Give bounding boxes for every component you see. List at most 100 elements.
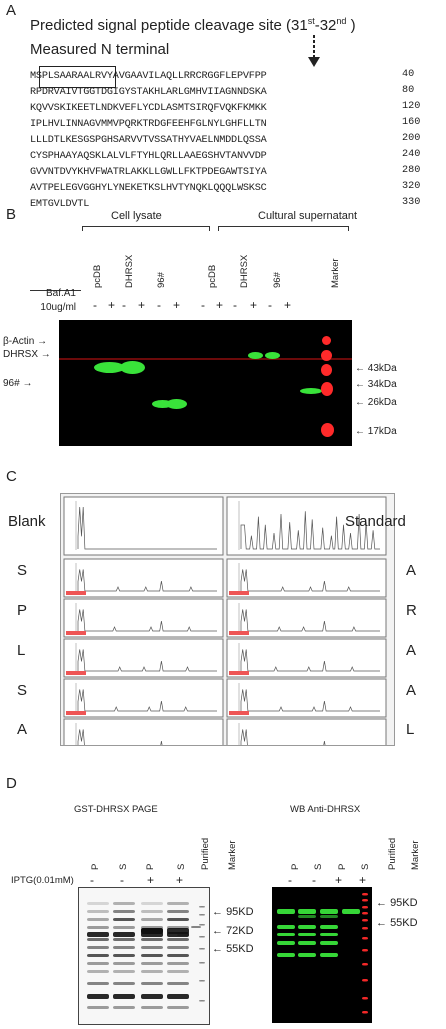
lane-label: P <box>90 863 101 870</box>
panel-a-title: Predicted signal peptide cleavage site (… <box>30 16 356 34</box>
sequence-line: IPLHVLINNAGVMMVPQRKTRDGFEEHFGLNYLGHFLLTN <box>30 119 267 130</box>
band-dhrsx-sup-minus <box>248 352 263 359</box>
lane-label: Marker <box>410 840 421 870</box>
gel-band <box>113 910 135 913</box>
minus-sign: - <box>157 298 161 312</box>
wb-band <box>320 933 338 936</box>
marker-ladder-band <box>362 963 368 966</box>
gel-band <box>141 994 163 999</box>
marker-ladder-band <box>362 919 368 922</box>
wb-band <box>277 925 295 929</box>
panel-b-letter: B <box>6 206 17 223</box>
gel-band <box>141 982 163 985</box>
chromatogram-row-label: S <box>17 682 28 699</box>
sequence-line: MSPLSAARAALRVYAVGAAVILAQLLRRCRGGFLEPVFPP <box>30 71 267 82</box>
minus-sign: - <box>120 873 124 887</box>
chromatogram-trace <box>240 511 380 550</box>
sequence-position: 80 <box>402 85 415 96</box>
gel-band <box>141 946 163 949</box>
lane-label: DHRSX <box>239 254 250 288</box>
minus-sign: - <box>90 873 94 887</box>
marker-dot <box>322 336 331 345</box>
iptg-label: IPTG(0.01mM) <box>11 875 74 886</box>
lane-label: Purified <box>200 837 211 870</box>
marker-dot <box>321 350 332 361</box>
marker-ladder-band <box>362 997 368 1000</box>
lane-label: 96# <box>156 272 167 288</box>
gel-band <box>113 982 135 985</box>
gel-band <box>87 918 109 921</box>
lane-label: DHRSX <box>124 254 135 288</box>
chromatogram-row-label: Blank <box>8 513 46 530</box>
marker-size-text: 95KD <box>226 906 254 918</box>
sequence-position: 200 <box>402 133 421 144</box>
plus-sign: + <box>173 298 181 312</box>
plus-sign: + <box>216 298 224 312</box>
panel-c-letter: C <box>6 468 17 485</box>
chromatogram-tag <box>229 711 249 715</box>
plus-sign: + <box>138 298 146 312</box>
treatment-label-2: 10ug/ml <box>40 302 76 313</box>
arrow-icon: → <box>34 336 48 347</box>
gel-band <box>87 954 109 957</box>
chromatogram-row-label: A <box>17 721 28 738</box>
band-96-sup <box>300 388 322 394</box>
arrow-icon: ← <box>212 943 227 955</box>
arrow-icon: ← <box>212 925 227 937</box>
band-label: β-Actin → <box>3 336 47 347</box>
marker-size-label: ← 55KD <box>376 917 418 929</box>
gel-band <box>113 902 135 905</box>
band-label-text: β-Actin <box>3 336 35 347</box>
marker-size-label: ← 95KD <box>376 897 418 909</box>
chromatogram-trace <box>77 609 217 632</box>
marker-size-text: 72KD <box>226 925 254 937</box>
chromatogram-tag <box>66 711 86 715</box>
marker-size-text: 17kDa <box>367 426 397 437</box>
gel-band <box>177 934 189 936</box>
marker-ladder-band <box>362 949 368 952</box>
lane-label: P <box>337 863 348 870</box>
panel-d-letter: D <box>6 775 17 792</box>
wb-band <box>277 941 295 945</box>
chromatogram-row-label: A <box>406 682 417 699</box>
gel-band <box>113 962 135 965</box>
marker-size-label: ← 72KD <box>212 925 254 937</box>
sequence-position: 240 <box>402 149 421 160</box>
chromatogram-row-label: R <box>406 602 417 619</box>
gel-band <box>87 962 109 965</box>
gel-band <box>113 994 135 999</box>
gel-band <box>167 954 189 957</box>
n-terminal-box <box>39 66 116 88</box>
chromatogram-tag <box>229 631 249 635</box>
sequence-position: 120 <box>402 101 421 112</box>
sequence-line: GVVNTDVYKHVFWATRLAKKLLGWLLFKTPDEGAWTSIYA <box>30 167 267 178</box>
chromatogram-tag <box>66 631 86 635</box>
marker-ladder-band <box>362 899 368 902</box>
marker-ladder-band <box>199 906 205 908</box>
sequence-line: KQVVSKIKEETLNDKVEFLYCDLASMTSIRQFVQKFKMKK <box>30 103 267 114</box>
arrow-icon: ← <box>376 917 391 929</box>
chromatogram-row-label: A <box>406 562 417 579</box>
chromatogram-trace <box>77 649 217 672</box>
wb-band <box>320 909 338 914</box>
gel-band <box>167 962 189 965</box>
lane-label: S <box>313 863 324 870</box>
arrow-icon: ← <box>355 426 368 437</box>
lane-label: pcDB <box>92 264 103 288</box>
gel-band <box>113 926 135 929</box>
band-label-text: 96# <box>3 378 20 389</box>
measured-n-terminal-label: Measured N terminal <box>30 41 170 58</box>
band-dhrsx-lysate-plus <box>120 361 145 374</box>
plus-sign: + <box>335 873 343 887</box>
wb-band-purified <box>342 909 360 914</box>
marker-ladder-band <box>362 927 368 930</box>
sequence-position: 280 <box>402 165 421 176</box>
gel-band <box>87 1006 109 1009</box>
marker-size-label: ← 43kDa <box>355 363 397 374</box>
marker-size-text: 34kDa <box>367 379 397 390</box>
lane-label: S <box>176 863 187 870</box>
bracket-tick <box>209 226 210 231</box>
marker-size-text: 95KD <box>390 897 418 909</box>
marker-size-label: ← 55KD <box>212 943 254 955</box>
gel-band <box>113 946 135 949</box>
